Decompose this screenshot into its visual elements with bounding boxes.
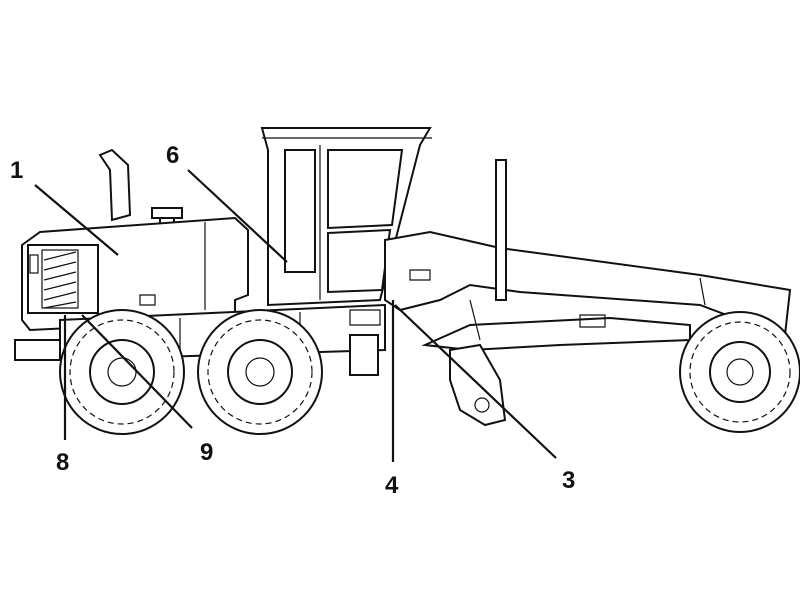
exhaust-stack bbox=[98, 148, 132, 222]
leader-line-6 bbox=[187, 169, 288, 263]
grader-drawing bbox=[14, 127, 800, 435]
callout-1: 1 bbox=[10, 157, 23, 184]
front-wheel bbox=[679, 311, 800, 433]
rear-wheel-1 bbox=[59, 309, 185, 435]
leader-line-9 bbox=[81, 314, 193, 429]
moldboard-blade bbox=[449, 343, 507, 427]
cab-front-window-lower bbox=[327, 228, 392, 294]
front-frame bbox=[384, 230, 792, 337]
callout-6: 6 bbox=[166, 142, 179, 169]
cab-front-window-upper bbox=[327, 149, 404, 230]
side-grille bbox=[27, 244, 99, 314]
callout-8: 8 bbox=[56, 449, 69, 476]
lift-cylinder bbox=[495, 159, 507, 301]
drawbar bbox=[421, 316, 691, 352]
cab-door-window bbox=[284, 149, 316, 273]
callout-4: 4 bbox=[385, 472, 399, 499]
leader-line-3 bbox=[394, 304, 557, 459]
leader-line-1 bbox=[34, 184, 119, 256]
callout-9: 9 bbox=[200, 439, 213, 466]
rear-wheel-2 bbox=[197, 309, 323, 435]
callout-3: 3 bbox=[562, 467, 575, 494]
